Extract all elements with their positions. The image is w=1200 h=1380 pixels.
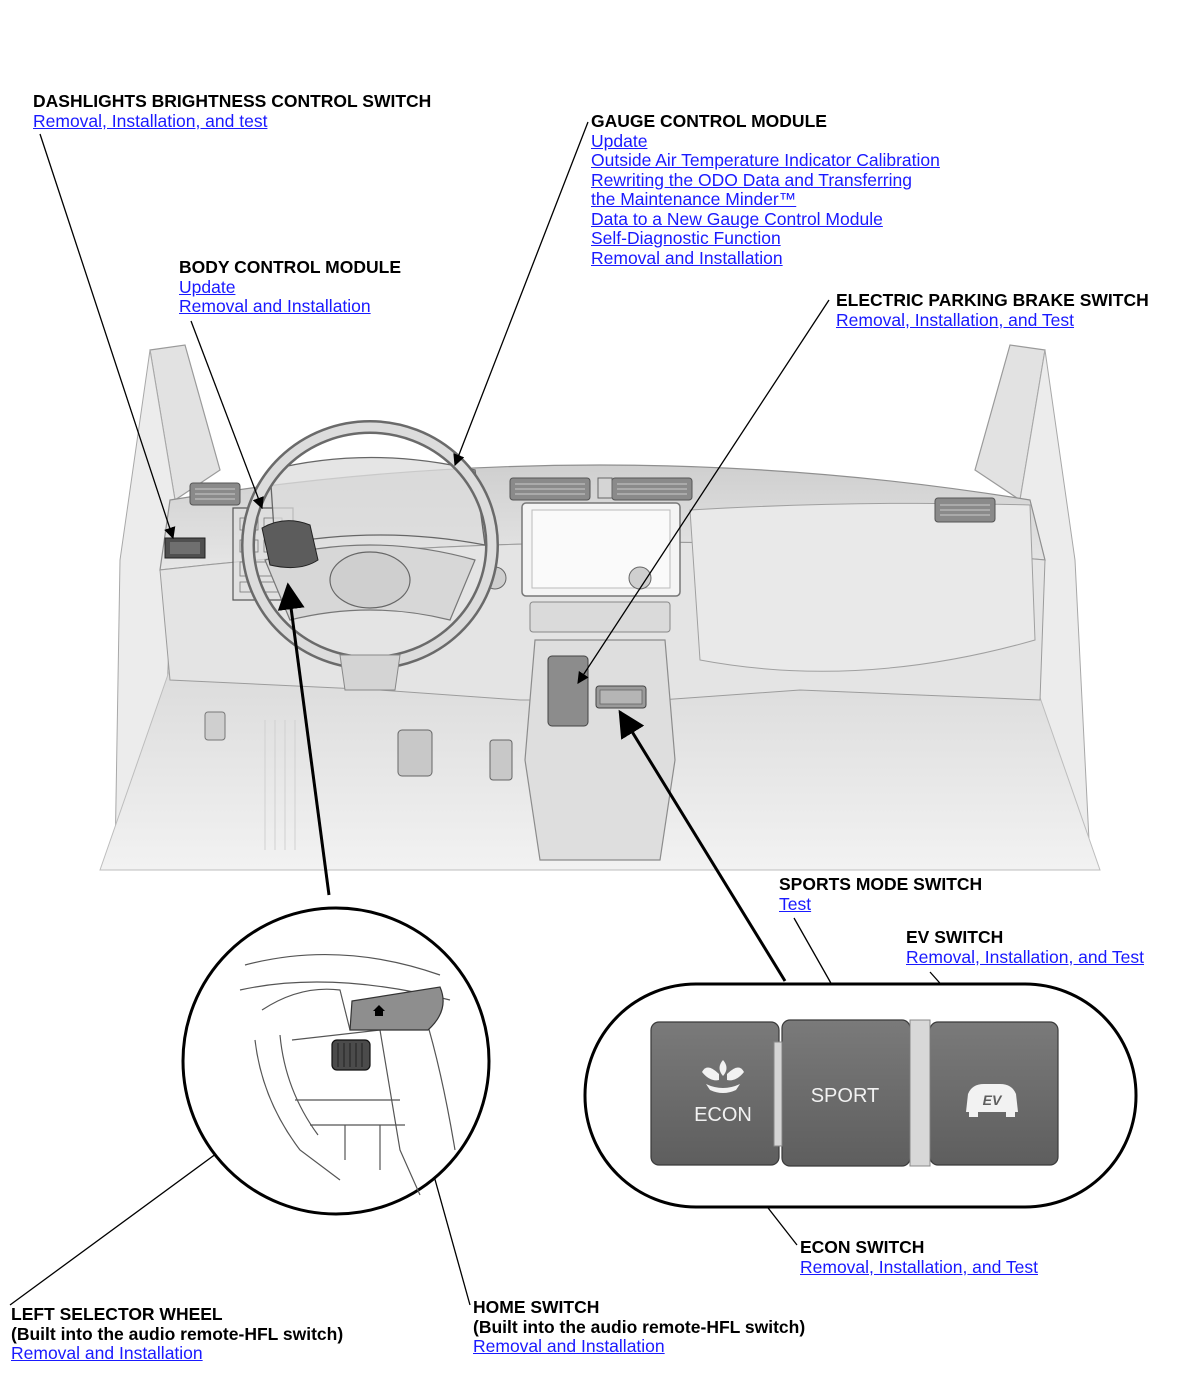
gauge-removal-link[interactable]: Removal and Installation: [591, 247, 783, 268]
gauge-oat-calibration-link[interactable]: Outside Air Temperature Indicator Calibr…: [591, 150, 940, 170]
sports-mode-test-link[interactable]: Test: [779, 893, 812, 914]
econ-leaf-icon: [702, 1060, 744, 1093]
steering-switch-detail: [181, 906, 491, 1216]
econ-switch-title: ECON SWITCH: [800, 1237, 925, 1257]
home-switch-subtitle: (Built into the audio remote-HFL switch): [473, 1316, 806, 1337]
body-control-removal-link[interactable]: Removal and Installation: [179, 296, 371, 316]
switch-panel-detail: [583, 982, 1138, 1209]
gauge-self-diagnostic-link[interactable]: Self-Diagnostic Function: [591, 228, 781, 248]
econ-switch-callout: ECON SWITCH Removal, Installation, and T…: [800, 1237, 1039, 1277]
sport-switch-button: [781, 1019, 911, 1167]
dashlights-removal-link[interactable]: Removal, Installation, and test: [33, 110, 268, 131]
parking-brake-removal-link[interactable]: Removal, Installation, and Test: [836, 309, 1075, 330]
body-control-update-link[interactable]: Update: [179, 276, 236, 297]
sports-mode-callout: SPORTS MODE SWITCH Test: [779, 874, 983, 914]
left-selector-callout: LEFT SELECTOR WHEEL (Built into the audi…: [11, 1304, 344, 1364]
home-switch-title: HOME SWITCH: [473, 1297, 600, 1317]
ev-car-icon: [966, 1084, 1018, 1117]
gauge-update-link[interactable]: Update: [591, 130, 648, 151]
home-icon: [373, 1005, 385, 1016]
ev-switch-title: EV SWITCH: [906, 927, 1004, 947]
body-control-callout: BODY CONTROL MODULE Update Removal and I…: [179, 257, 401, 317]
left-selector-subtitle: (Built into the audio remote-HFL switch): [11, 1323, 344, 1344]
dashlights-callout: DASHLIGHTS BRIGHTNESS CONTROL SWITCH Rem…: [33, 91, 432, 131]
gauge-new-module-link[interactable]: Data to a New Gauge Control Module: [591, 208, 883, 229]
gauge-rewriting-odo-link[interactable]: Rewriting the ODO Data and Transferring: [591, 169, 912, 190]
left-selector-title: LEFT SELECTOR WHEEL: [11, 1304, 223, 1324]
home-switch-callout: HOME SWITCH (Built into the audio remote…: [473, 1297, 806, 1357]
ev-switch-removal-link[interactable]: Removal, Installation, and Test: [906, 946, 1145, 967]
home-switch-removal-link[interactable]: Removal and Installation: [473, 1336, 665, 1356]
parking-brake-callout: ELECTRIC PARKING BRAKE SWITCH Removal, I…: [836, 290, 1149, 330]
gauge-callout: GAUGE CONTROL MODULE Update Outside Air …: [591, 111, 940, 268]
parking-brake-title: ELECTRIC PARKING BRAKE SWITCH: [836, 290, 1149, 310]
econ-switch-button: [650, 1021, 780, 1166]
gauge-title: GAUGE CONTROL MODULE: [591, 111, 827, 131]
left-selector-removal-link[interactable]: Removal and Installation: [11, 1343, 203, 1363]
ev-switch-callout: EV SWITCH Removal, Installation, and Tes…: [906, 927, 1145, 967]
sports-mode-title: SPORTS MODE SWITCH: [779, 874, 983, 894]
gauge-maintenance-minder-link[interactable]: the Maintenance Minder™: [591, 189, 797, 209]
dashlights-title: DASHLIGHTS BRIGHTNESS CONTROL SWITCH: [33, 91, 432, 111]
body-control-title: BODY CONTROL MODULE: [179, 257, 401, 277]
vehicle-interior: [99, 344, 1101, 871]
econ-switch-removal-link[interactable]: Removal, Installation, and Test: [800, 1256, 1039, 1277]
